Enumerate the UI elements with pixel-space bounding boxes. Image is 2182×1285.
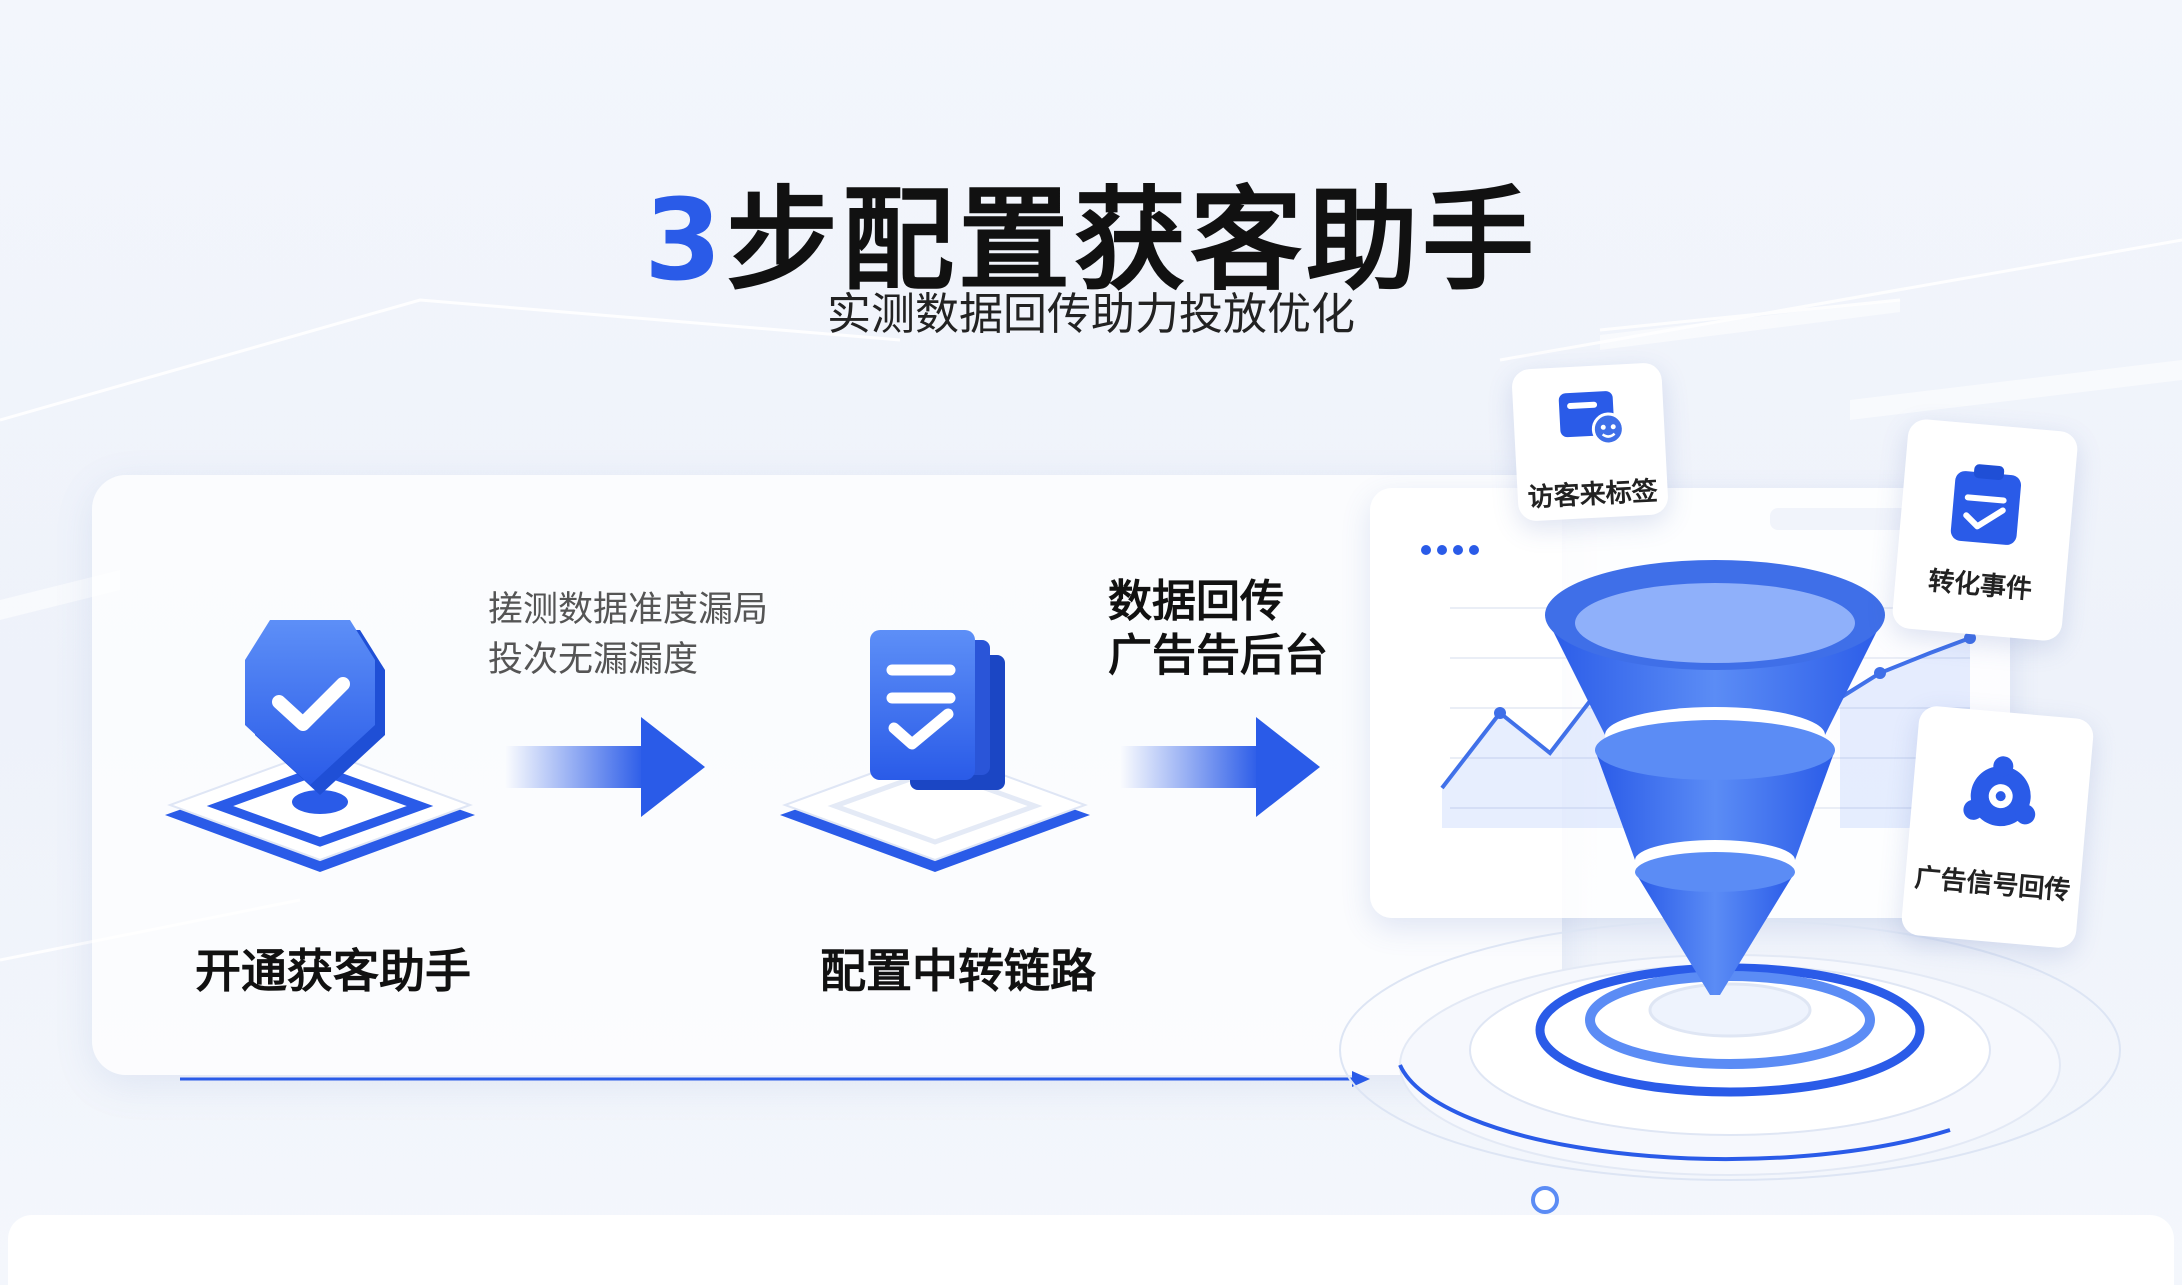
card-visitor-tag-label: 访客来标签 <box>1527 476 1659 514</box>
ad-signal-icon <box>1963 756 2036 827</box>
card-ad-signal: 广告信号回传 <box>1900 704 2095 950</box>
title-text: 步配置获客助手 <box>725 176 1538 306</box>
step-2-label: 配置中转链路 <box>820 944 1096 998</box>
visitor-tag-icon <box>1558 391 1625 446</box>
arrow-right-icon <box>505 717 705 817</box>
arrow-right-icon <box>1120 717 1320 817</box>
note-1-line-2: 投次无漏漏度 <box>488 640 699 680</box>
funnel-icon <box>1545 560 1885 995</box>
note-2-line-2: 广告告后台 <box>1108 630 1328 681</box>
bottom-strip <box>8 1215 2174 1285</box>
funnel-base <box>1339 919 2121 1214</box>
document-stack-icon <box>770 610 1100 900</box>
title-number: 3 <box>644 176 726 306</box>
page-title: 3步配置获客助手 <box>0 150 2182 312</box>
note-1-line-1: 搓测数据准度漏局 <box>488 590 769 630</box>
card-ad-signal-label: 广告信号回传 <box>1913 863 2072 907</box>
step-1-label: 开通获客助手 <box>195 944 471 998</box>
conversion-event-icon <box>1950 464 2022 545</box>
connector-line <box>180 1071 1370 1087</box>
note-2-line-1: 数据回传 <box>1108 576 1284 627</box>
card-conversion-event: 转化事件 <box>1891 417 2079 643</box>
page-subtitle: 实测数据回传助力投放优化 <box>827 289 1355 340</box>
note-1: 搓测数据准度漏局 投次无漏漏度 <box>488 585 768 685</box>
shield-check-icon <box>155 610 485 900</box>
card-conversion-event-label: 转化事件 <box>1926 566 2034 606</box>
card-visitor-tag: 访客来标签 <box>1511 362 1669 522</box>
note-2: 数据回传 广告告后台 <box>1108 575 1328 683</box>
